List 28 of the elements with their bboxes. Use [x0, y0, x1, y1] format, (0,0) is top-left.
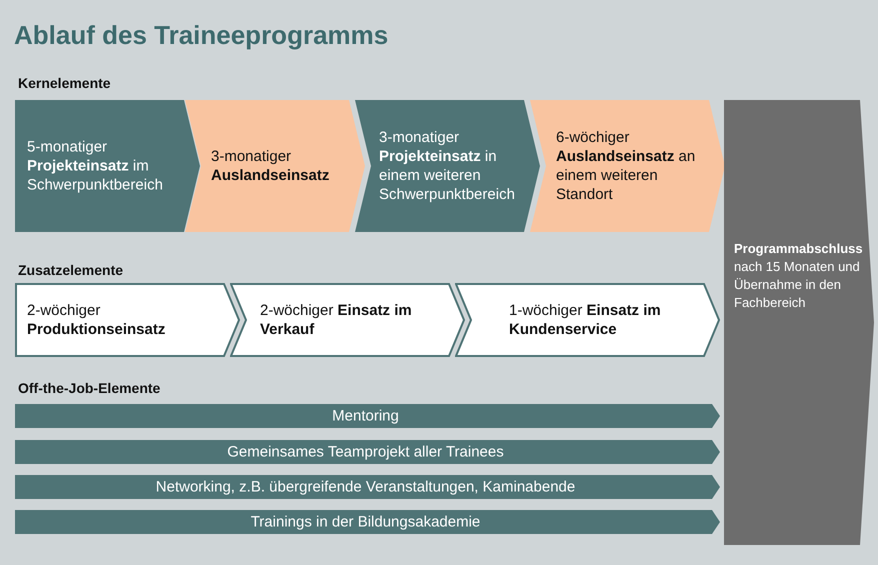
section-heading: Zusatzelemente [18, 262, 124, 278]
section-heading: Off-the-Job-Elemente [18, 380, 160, 396]
step-text: 3-monatiger Projekteinsatz in einem weiteren Schwerpunktbereich [379, 128, 516, 204]
step-text: 2-wöchiger Produktionseinsatz [27, 301, 166, 339]
chevron-shape [724, 100, 874, 545]
step-text: 6-wöchiger Auslandseinsatz an einem weiteren Standort [556, 128, 696, 204]
section-heading: Kernelemente [18, 75, 111, 91]
step-text: Programmabschluss nach 15 Monaten und Übernahme in den Fachbereich [734, 240, 864, 312]
step-text: Networking, z.B. übergreifende Veranstaltungen, Kaminabende [154, 478, 576, 496]
step-text: Gemeinsames Teamprojekt aller Trainees [226, 442, 505, 462]
arrow-bar [15, 440, 720, 464]
step-text: 1-wöchiger Einsatz im Kundenservice [509, 301, 662, 339]
arrow-bar [15, 404, 720, 428]
arrow-bar [15, 510, 720, 534]
step-text: 3-monatiger Auslandseinsatz [211, 147, 330, 185]
step-text: 5-monatiger Projekteinsatz im Schwerpunktbereich [27, 138, 164, 194]
step-text: 2-wöchiger Einsatz im Verkauf [260, 301, 413, 339]
step-text: Trainings in der Bildungsakademie [250, 512, 482, 532]
chevron-shape [15, 100, 200, 232]
step-text: Mentoring [331, 406, 400, 426]
chevron-shape [355, 100, 540, 232]
chevron-shape [530, 100, 725, 232]
chevron-shape [185, 100, 365, 232]
arrow-bar [15, 475, 720, 499]
title: Ablauf des Traineeprogramms [14, 20, 388, 51]
chevron-shape [15, 283, 240, 357]
chevron-shape [455, 283, 720, 357]
chevron-shape [230, 283, 465, 357]
